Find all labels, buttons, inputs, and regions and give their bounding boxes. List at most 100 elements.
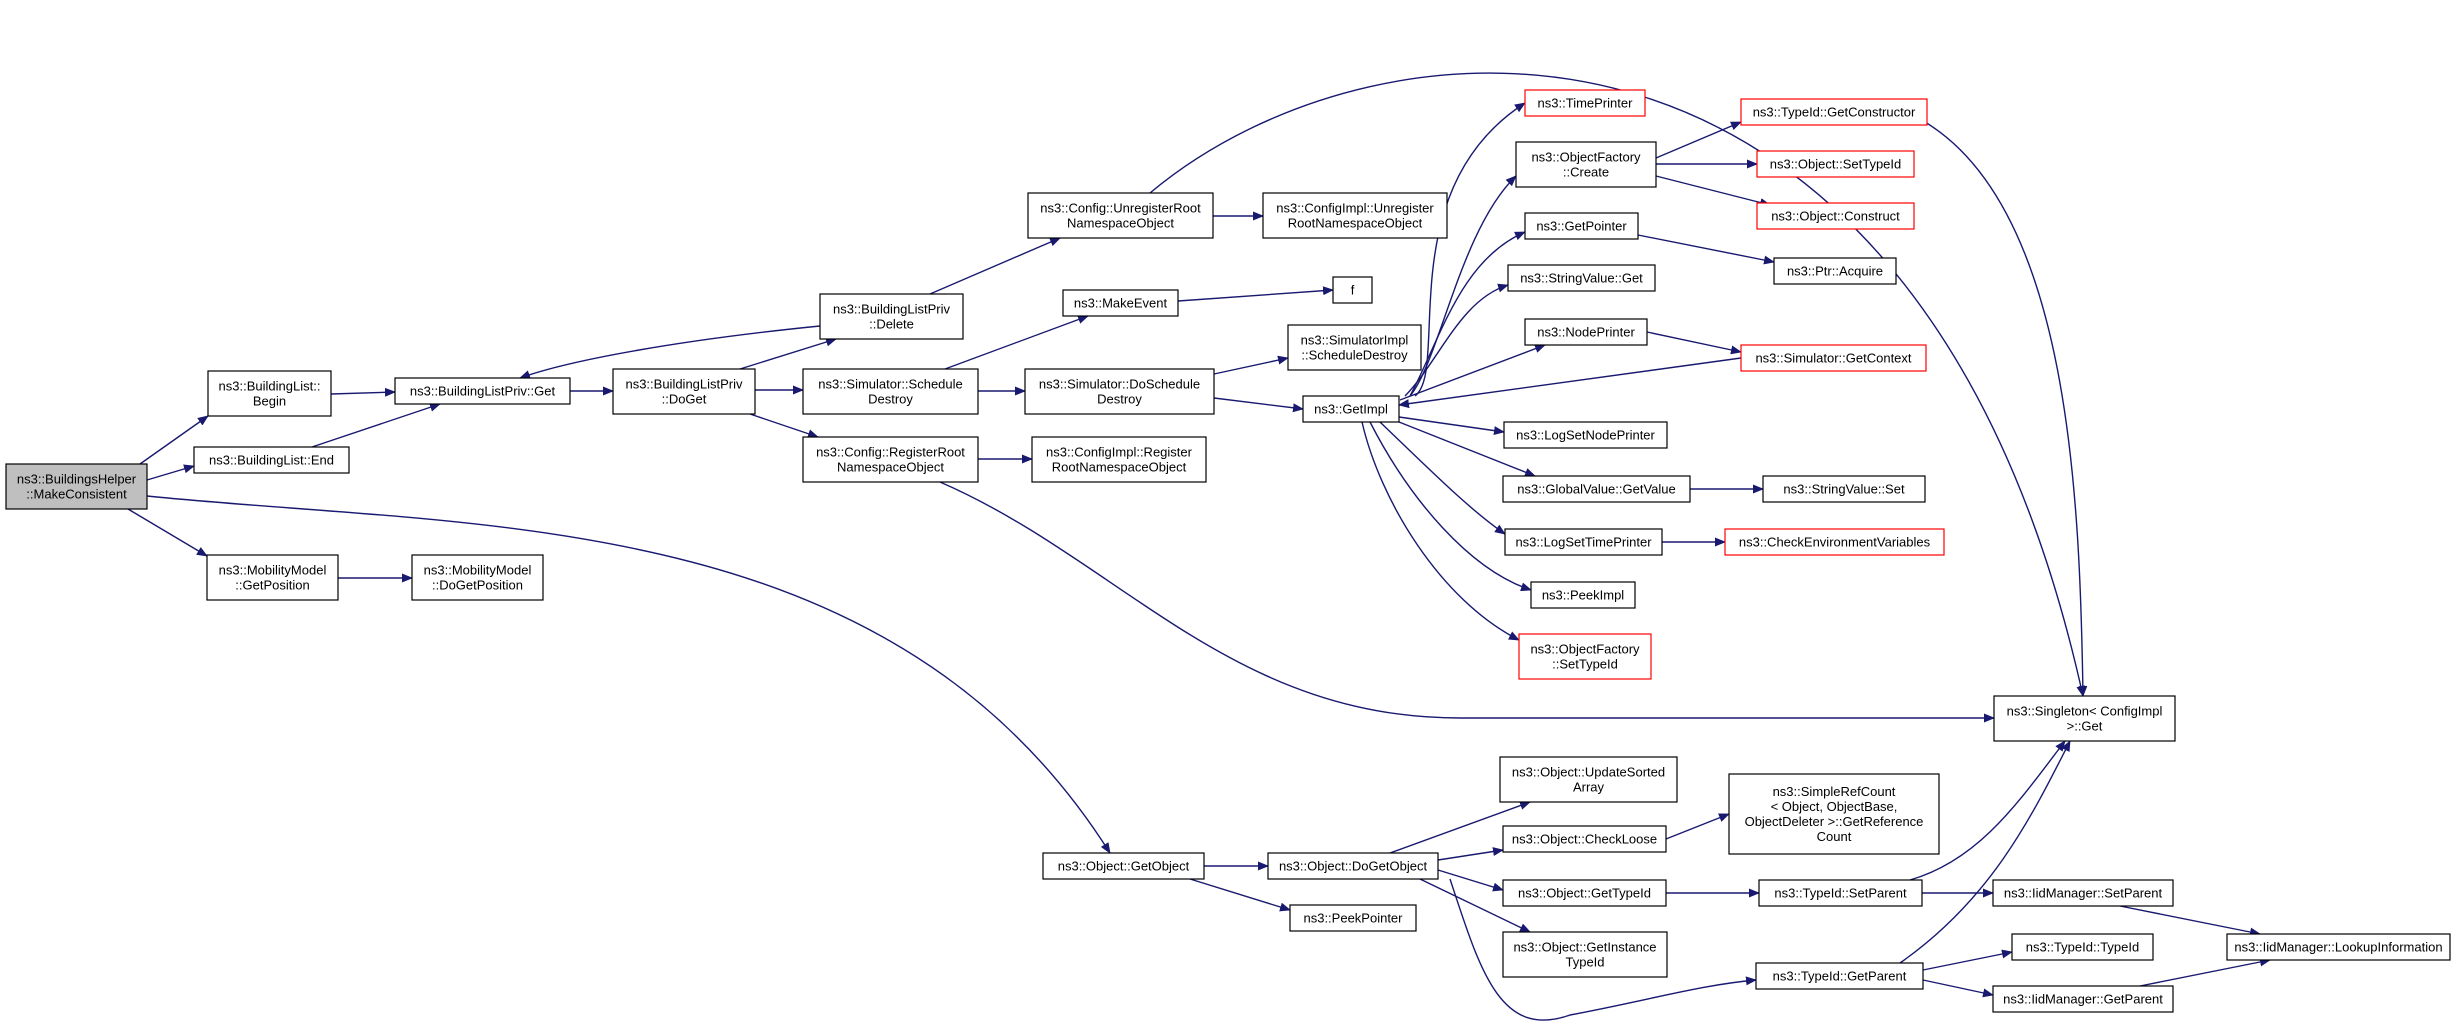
node-label-line: ns3::TypeId::GetConstructor (1753, 105, 1916, 120)
function-node-sim-getcontext[interactable]: ns3::Simulator::GetContext (1740, 344, 1927, 372)
function-node-mm-dogetpos[interactable]: ns3::MobilityModel::DoGetPosition (411, 554, 544, 601)
function-node-iid-lookup[interactable]: ns3::IidManager::LookupInformation (2226, 933, 2451, 961)
node-box (1262, 192, 1448, 239)
edge-arrow (1449, 878, 1757, 1021)
function-node-singleton-get[interactable]: ns3::Singleton< ConfigImpl >::Get (1993, 695, 2176, 742)
edge-arrow (139, 415, 209, 465)
node-box (1042, 852, 1205, 880)
edge-arrow (330, 387, 396, 397)
node-label-line: ::ScheduleDestroy (1301, 348, 1408, 363)
function-node-stringvalue-get[interactable]: ns3::StringValue::Get (1507, 264, 1656, 292)
function-node-sim-sched[interactable]: ns3::Simulator::ScheduleDestroy (802, 368, 979, 415)
call-edge-objfactory_create-to-typeid_getconstructor (1655, 121, 1742, 159)
edge-arrow (749, 413, 819, 439)
function-node-timeprinter[interactable]: ns3::TimePrinter (1524, 89, 1646, 117)
edge-arrow (1409, 231, 1526, 397)
call-edge-typeid_getparent-to-iid_getparent (1922, 979, 1994, 998)
function-node-blp-delete[interactable]: ns3::BuildingListPriv::Delete (819, 293, 964, 340)
function-node-object-construct[interactable]: ns3::Object::Construct (1756, 202, 1915, 230)
function-node-stringvalue-set[interactable]: ns3::StringValue::Set (1762, 475, 1926, 503)
edge-arrow (929, 237, 1061, 295)
call-edge-sim_dosched-to-simimpl_sched (1213, 355, 1289, 375)
edge-arrow (1213, 397, 1304, 413)
function-node-typeid-getconstructor[interactable]: ns3::TypeId::GetConstructor (1740, 98, 1928, 126)
function-node-simplerefcount[interactable]: ns3::SimpleRefCount< Object, ObjectBase,… (1728, 773, 1940, 855)
function-node-nodeprinter[interactable]: ns3::NodePrinter (1524, 318, 1648, 346)
function-node-f[interactable]: f (1332, 276, 1373, 304)
function-node-root[interactable]: ns3::BuildingsHelper::MakeConsistent (5, 463, 148, 510)
call-edge-sim_dosched-to-getimpl (1213, 397, 1304, 413)
node-label-line: ns3::TypeId::GetParent (1773, 969, 1907, 984)
call-edge-getimpl-to-timeprinter (1414, 102, 1526, 397)
function-node-peekpointer[interactable]: ns3::PeekPointer (1289, 904, 1417, 932)
function-node-cfgimpl-reg[interactable]: ns3::ConfigImpl::RegisterRootNamespaceOb… (1031, 436, 1207, 483)
node-box (207, 370, 332, 417)
edge-arrow (1398, 416, 1505, 436)
function-node-typeid-typeid[interactable]: ns3::TypeId::TypeId (2011, 933, 2154, 961)
node-box (612, 368, 756, 415)
node-label-line: ns3::Object::CheckLoose (1512, 832, 1657, 847)
function-node-object-settypeid[interactable]: ns3::Object::SetTypeId (1756, 150, 1915, 178)
function-node-typeid-getparent[interactable]: ns3::TypeId::GetParent (1755, 962, 1924, 990)
call-edge-sim_getcontext-to-getimpl (1398, 357, 1742, 409)
truncated-node-box (1524, 89, 1646, 117)
function-node-object-gettypeid[interactable]: ns3::Object::GetTypeId (1502, 879, 1667, 907)
function-node-blp-doget[interactable]: ns3::BuildingListPriv::DoGet (612, 368, 756, 415)
function-node-peekimpl[interactable]: ns3::PeekImpl (1530, 581, 1636, 609)
function-node-logsetnodeprinter[interactable]: ns3::LogSetNodePrinter (1503, 421, 1668, 449)
function-node-getimpl[interactable]: ns3::GetImpl (1302, 395, 1400, 423)
node-label-line: ns3::BuildingsHelper (17, 472, 137, 487)
function-node-object-getobject[interactable]: ns3::Object::GetObject (1042, 852, 1205, 880)
function-node-cfgimpl-unreg[interactable]: ns3::ConfigImpl::UnregisterRootNamespace… (1262, 192, 1448, 239)
call-edge-getimpl-to-objfactory_create (1409, 175, 1517, 397)
function-node-mm-getpos[interactable]: ns3::MobilityModel::GetPosition (206, 554, 339, 601)
function-node-bl-end[interactable]: ns3::BuildingList::End (193, 446, 350, 474)
function-node-simimpl-sched[interactable]: ns3::SimulatorImpl::ScheduleDestroy (1287, 324, 1422, 371)
node-label-line: ns3::Object::GetInstance (1513, 940, 1656, 955)
node-label-line: NamespaceObject (1067, 216, 1174, 231)
function-node-ptr-acquire[interactable]: ns3::Ptr::Acquire (1773, 257, 1897, 285)
function-node-logsettimeprinter[interactable]: ns3::LogSetTimePrinter (1504, 528, 1663, 556)
function-node-objfactory-settypeid[interactable]: ns3::ObjectFactory::SetTypeId (1518, 633, 1652, 680)
node-label-line: ObjectDeleter >::GetReference (1745, 814, 1924, 829)
node-label-line: ns3::BuildingListPriv (625, 377, 743, 392)
function-node-iid-setparent[interactable]: ns3::IidManager::SetParent (1992, 879, 2174, 907)
node-label-line: ns3::PeekPointer (1303, 911, 1403, 926)
call-edge-make_event-to-f (1177, 286, 1334, 302)
function-node-getpointer[interactable]: ns3::GetPointer (1524, 212, 1639, 240)
function-node-cfg-unreg[interactable]: ns3::Config::UnregisterRootNamespaceObje… (1027, 192, 1214, 239)
node-label-line: ns3::Ptr::Acquire (1787, 264, 1883, 279)
function-node-blp-get[interactable]: ns3::BuildingListPriv::Get (394, 377, 571, 405)
function-node-objfactory-create[interactable]: ns3::ObjectFactory::Create (1515, 141, 1657, 188)
function-node-globalvalue-getvalue[interactable]: ns3::GlobalValue::GetValue (1502, 475, 1691, 503)
node-box (1031, 436, 1207, 483)
call-edge-sim_sched-to-make_event (944, 315, 1089, 370)
node-label-line: ns3::SimpleRefCount (1773, 784, 1896, 799)
call-edge-cfg_reg-to-singleton_get (939, 481, 1995, 723)
node-box (1027, 192, 1214, 239)
function-node-make-event[interactable]: ns3::MakeEvent (1062, 289, 1179, 317)
node-box (1062, 289, 1179, 317)
edge-arrow (1189, 878, 1291, 912)
node-label-line: RootNamespaceObject (1288, 216, 1423, 231)
node-label-line: ns3::TypeId::SetParent (1774, 886, 1907, 901)
function-node-iid-getparent[interactable]: ns3::IidManager::GetParent (1992, 985, 2174, 1013)
function-node-bl-begin[interactable]: ns3::BuildingList::Begin (207, 370, 332, 417)
node-label-line: ns3::IidManager::LookupInformation (2234, 940, 2442, 955)
edge-arrow (1213, 355, 1289, 375)
function-node-object-dogetobject[interactable]: ns3::Object::DoGetObject (1267, 852, 1439, 880)
edge-arrow (1398, 421, 1536, 477)
edge-arrow (1922, 949, 2013, 971)
edge-arrow (1655, 175, 1771, 207)
function-node-object-checkloose[interactable]: ns3::Object::CheckLoose (1502, 825, 1667, 853)
edge-arrow (1409, 175, 1517, 397)
call-edge-iid_setparent-to-iid_lookup (2119, 905, 2261, 937)
function-node-checkenv[interactable]: ns3::CheckEnvironmentVariables (1724, 528, 1945, 556)
function-node-typeid-setparent[interactable]: ns3::TypeId::SetParent (1758, 879, 1923, 907)
node-box (1993, 695, 2176, 742)
node-label-line: ns3::TimePrinter (1538, 96, 1634, 111)
